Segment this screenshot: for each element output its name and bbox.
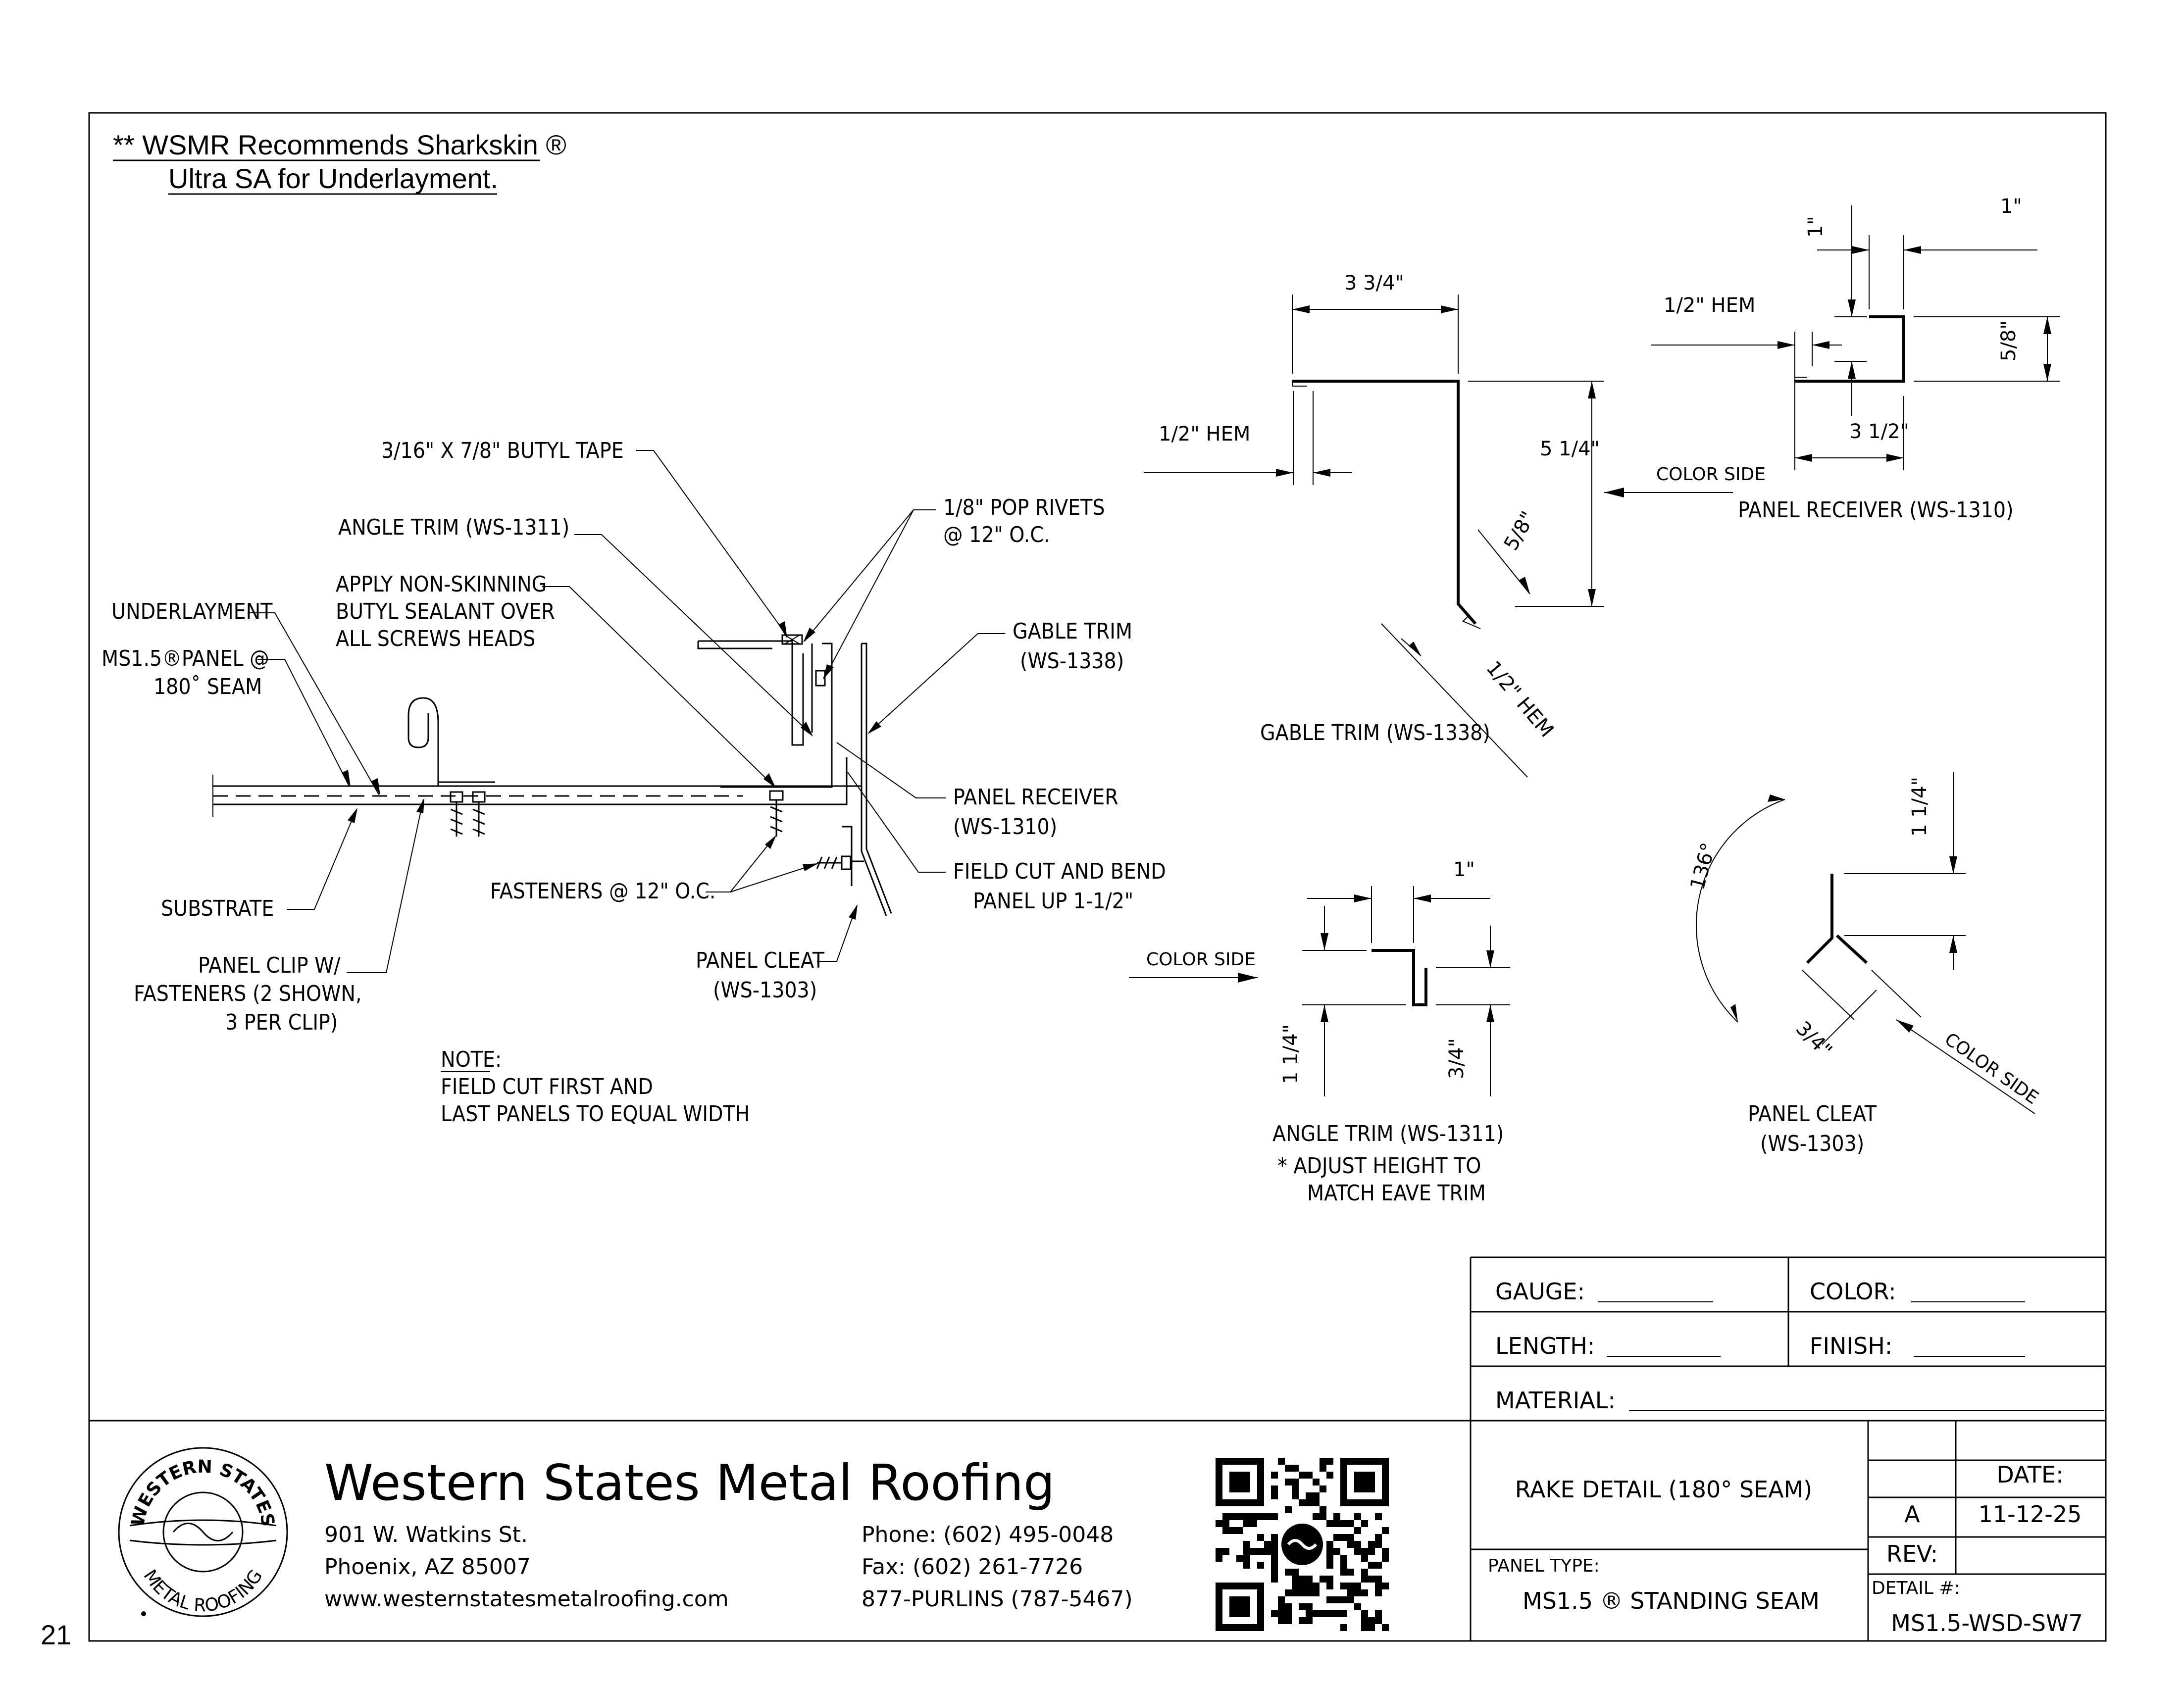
label-panel-clip-3: 3 PER CLIP) — [225, 1010, 338, 1035]
label-gable-trim-1: GABLE TRIM — [1013, 619, 1132, 644]
cleat-color-side: COLOR SIDE — [1941, 1029, 2042, 1108]
cleat-name-1: PANEL CLEAT — [1748, 1101, 1877, 1127]
main-detail-labels: 3/16" X 7/8" BUTYL TAPE ANGLE TRIM (WS-1… — [102, 438, 1166, 1127]
label-panel-1: MS1.5®PANEL @ — [102, 646, 269, 671]
gable-detail-name: GABLE TRIM (WS-1338) — [1260, 720, 1490, 745]
field-finish-label: FINISH: — [1810, 1333, 1892, 1359]
company-fax: Fax: (602) 261-7726 — [862, 1554, 1083, 1580]
label-panel-2: 180˚ SEAM — [153, 674, 262, 699]
angle-trim-detail: 1" 1 1/4" 3/4" COLOR SIDE ANGLE TRIM (WS… — [1129, 858, 1510, 1206]
cleat-top-dim: 1 1/4" — [1908, 777, 1931, 837]
company-logo: WESTERN STATES METAL ROOFING — [118, 1447, 288, 1617]
angle-note-2: MATCH EAVE TRIM — [1307, 1181, 1486, 1206]
label-panel-clip-2: FASTENERS (2 SHOWN, — [134, 981, 362, 1006]
label-butyl-tape: 3/16" X 7/8" BUTYL TAPE — [381, 438, 624, 463]
company-website: www.westernstatesmetalroofing.com — [324, 1586, 729, 1612]
gable-trim-detail: 3 3/4" 5 1/4" 1/2" HEM 5/8" 1/2" HEM COL… — [1144, 272, 1766, 778]
detail-no-label: DETAIL #: — [1872, 1578, 1960, 1598]
label-panel-cleat-2: (WS-1303) — [713, 978, 817, 1003]
qr-code-icon — [1216, 1458, 1389, 1631]
panel-cleat-detail: 136° 1 1/4" 3/4" COLOR SIDE PANEL CLEAT … — [1686, 772, 2042, 1156]
label-fasteners: FASTENERS @ 12" O.C. — [490, 879, 715, 904]
date-label: DATE: — [1996, 1461, 2063, 1488]
rev-label: REV: — [1886, 1540, 1938, 1567]
gable-hem-bottom: 1/2" HEM — [1481, 657, 1558, 742]
gable-hem-left: 1/2" HEM — [1159, 423, 1250, 446]
label-sealant-1: APPLY NON-SKINNING — [336, 572, 547, 597]
receiver-hem: 1/2" HEM — [1664, 294, 1755, 317]
receiver-left-dim: 1" — [1804, 216, 1827, 238]
gable-top-dim: 3 3/4" — [1344, 272, 1404, 295]
angle-note-1: * ADJUST HEIGHT TO — [1277, 1153, 1481, 1179]
field-gauge-label: GAUGE: — [1495, 1278, 1585, 1305]
angle-top-dim: 1" — [1453, 858, 1475, 881]
label-angle-trim: ANGLE TRIM (WS-1311) — [338, 515, 569, 540]
logo-text-bottom: METAL ROOFING — [139, 1566, 266, 1616]
field-color-label: COLOR: — [1810, 1278, 1896, 1305]
company-address-2: Phoenix, AZ 85007 — [324, 1554, 531, 1580]
gable-angle-dim: 5/8" — [1500, 507, 1540, 554]
receiver-height-dim: 5/8" — [1997, 320, 2020, 361]
note-title: NOTE: — [441, 1047, 502, 1072]
angle-color-side: COLOR SIDE — [1146, 949, 1256, 970]
company-address-1: 901 W. Watkins St. — [324, 1522, 528, 1547]
label-panel-receiver-2: (WS-1310) — [953, 814, 1057, 840]
label-underlayment: UNDERLAYMENT — [111, 599, 273, 624]
company-name: Western States Metal Roofing — [324, 1454, 1055, 1512]
cleat-screw — [816, 855, 852, 870]
angle-left-dim: 1 1/4" — [1279, 1024, 1302, 1084]
label-field-cut-1: FIELD CUT AND BEND — [953, 859, 1166, 884]
recommendation-line-1: ** WSMR Recommends Sharkskin ® — [113, 129, 566, 160]
label-pop-rivets-2: @ 12" O.C. — [943, 522, 1050, 547]
note-line-2: LAST PANELS TO EQUAL WIDTH — [441, 1101, 750, 1127]
receiver-top-dim: 1" — [2000, 195, 2022, 218]
panel-type: MS1.5 ® STANDING SEAM — [1523, 1587, 1820, 1614]
label-panel-receiver-1: PANEL RECEIVER — [953, 785, 1118, 810]
company-phone: Phone: (602) 495-0048 — [862, 1522, 1114, 1547]
detail-title: RAKE DETAIL (180° SEAM) — [1515, 1476, 1812, 1503]
receiver-width-dim: 3 1/2" — [1849, 420, 1909, 443]
clip-screw-2 — [472, 791, 486, 837]
label-panel-cleat-1: PANEL CLEAT — [696, 948, 825, 973]
pop-rivet-top — [781, 634, 803, 645]
detail-no: MS1.5-WSD-SW7 — [1891, 1610, 2082, 1636]
label-substrate: SUBSTRATE — [161, 896, 274, 921]
label-pop-rivets-1: 1/8" POP RIVETS — [943, 495, 1105, 520]
receiver-detail-name: PANEL RECEIVER (WS-1310) — [1738, 497, 2014, 523]
angle-right-dim: 3/4" — [1445, 1038, 1468, 1079]
recommendation-line-2: Ultra SA for Underlayment. — [168, 163, 498, 194]
fields-table: GAUGE: COLOR: LENGTH: FINISH: MATERIAL: — [1495, 1278, 2104, 1414]
receiver-screw — [769, 790, 784, 837]
cleat-angle: 136° — [1686, 841, 1720, 892]
clip-screw-1 — [450, 791, 463, 837]
company-purlins: 877-PURLINS (787-5467) — [862, 1586, 1133, 1612]
label-gable-trim-2: (WS-1338) — [1020, 648, 1124, 674]
date-value: 11-12-25 — [1979, 1501, 2082, 1528]
angle-detail-name: ANGLE TRIM (WS-1311) — [1272, 1121, 1504, 1146]
gable-height-dim: 5 1/4" — [1540, 438, 1600, 460]
gable-color-side: COLOR SIDE — [1656, 464, 1766, 485]
field-material-label: MATERIAL: — [1495, 1387, 1616, 1414]
label-field-cut-2: PANEL UP 1-1/2" — [973, 889, 1133, 914]
field-length-label: LENGTH: — [1495, 1333, 1595, 1359]
label-panel-clip-1: PANEL CLIP W/ — [198, 953, 341, 978]
rake-section-drawing — [212, 634, 892, 916]
cleat-leg-dim: 3/4" — [1791, 1017, 1836, 1062]
panel-type-label: PANEL TYPE: — [1488, 1556, 1600, 1576]
cleat-name-2: (WS-1303) — [1760, 1131, 1864, 1156]
rev-letter: A — [1904, 1501, 1920, 1528]
panel-receiver-detail: 1" 1" 1/2" HEM 5/8" 3 1/2" PANEL RECEIVE… — [1651, 195, 2060, 523]
label-sealant-2: BUTYL SEALANT OVER — [336, 599, 555, 624]
page-number: 21 — [41, 1619, 71, 1650]
label-sealant-3: ALL SCREWS HEADS — [336, 626, 535, 651]
sheet-border — [88, 112, 2107, 1642]
note-line-1: FIELD CUT FIRST AND — [441, 1074, 653, 1099]
